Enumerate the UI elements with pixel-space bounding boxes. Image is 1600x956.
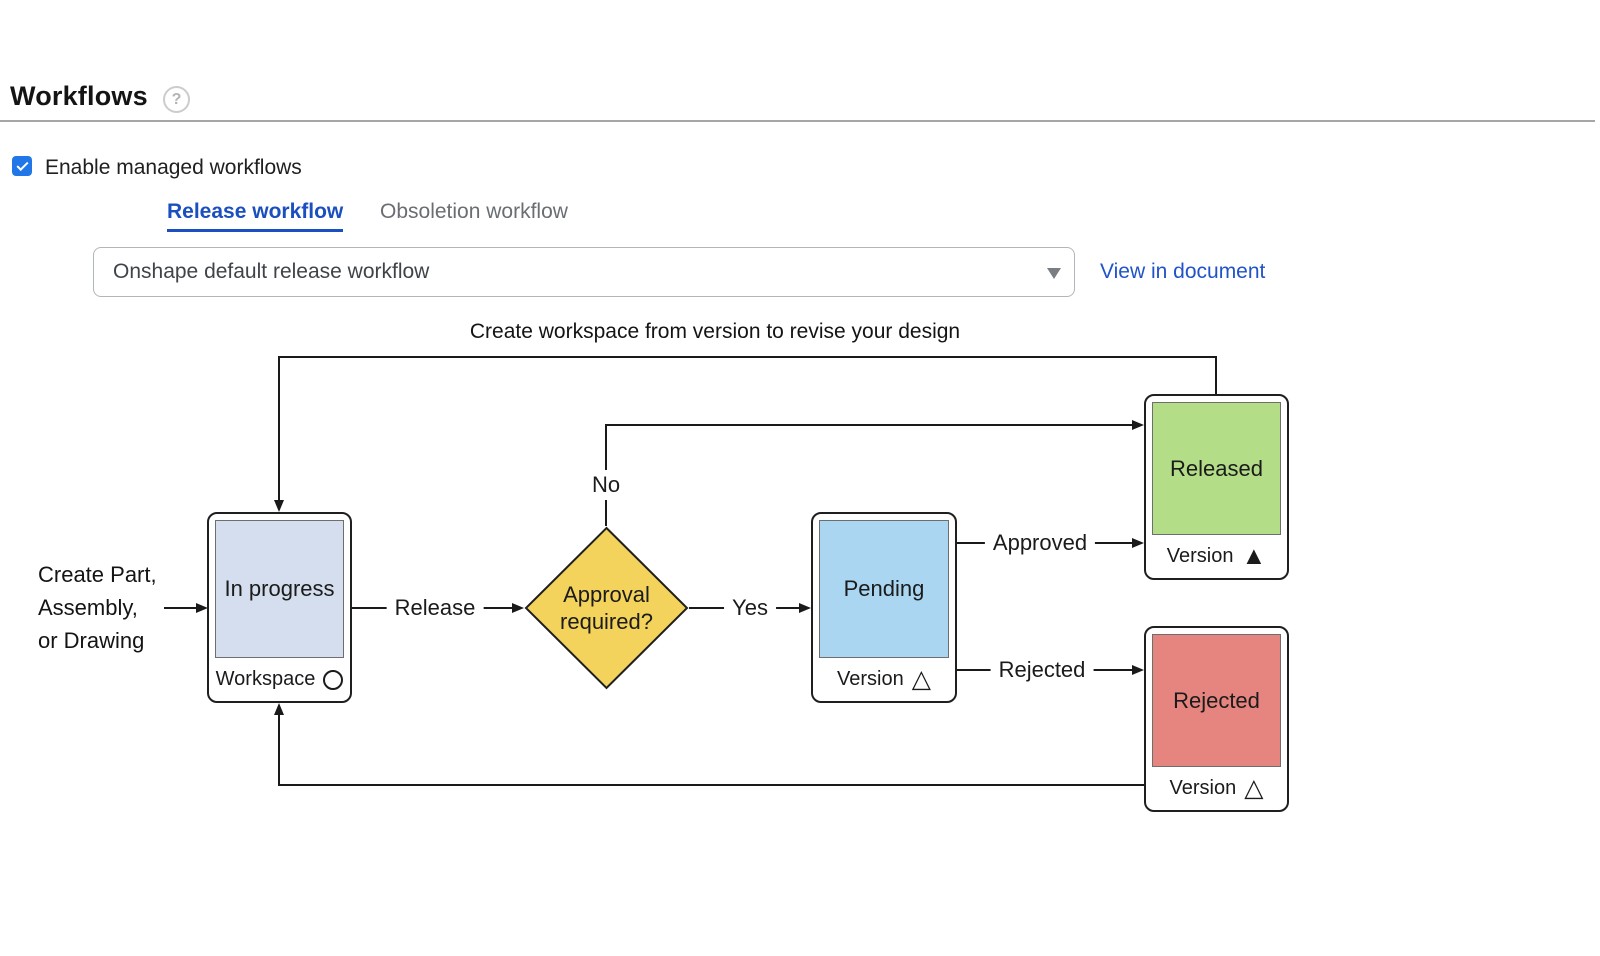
arrowhead-release-icon [512, 603, 524, 613]
arrowhead-rejected-loop-icon [274, 703, 284, 715]
node-approval-required-label: Approval required? [524, 526, 689, 690]
version-footer-label: Version [837, 668, 904, 691]
arrowhead-yes-icon [799, 603, 811, 613]
arrowhead-no-icon [1132, 420, 1144, 430]
node-pending-label: Pending [844, 576, 925, 602]
arrowhead-rejected-icon [1132, 665, 1144, 675]
node-in-progress: In progress Workspace [207, 512, 352, 703]
start-label-line: Assembly, [38, 591, 157, 624]
diagram-caption: Create workspace from version to revise … [0, 320, 1430, 344]
decision-label-line: required? [560, 608, 653, 635]
edge-revise-loop-line-top [278, 356, 1216, 358]
edge-label-yes: Yes [724, 595, 776, 621]
node-released-footer: Version ▲ [1152, 535, 1281, 578]
node-in-progress-label: In progress [224, 576, 334, 602]
diagram-start-label: Create Part, Assembly, or Drawing [38, 558, 157, 657]
node-in-progress-body: In progress [215, 520, 344, 658]
node-rejected: Rejected Version △ [1144, 626, 1289, 812]
version-triangle-outline-icon: △ [1244, 778, 1263, 798]
edge-rejected-loop-line-bottom [278, 784, 1144, 786]
edge-label-approved: Approved [985, 530, 1095, 556]
node-approval-required: Approval required? [524, 526, 689, 690]
decision-label-line: Approval [563, 581, 650, 608]
node-rejected-footer: Version △ [1152, 767, 1281, 810]
node-in-progress-footer: Workspace [215, 658, 344, 701]
node-released-label: Released [1170, 456, 1263, 482]
node-pending-body: Pending [819, 520, 949, 658]
edge-start-line [164, 607, 197, 609]
node-released-body: Released [1152, 402, 1281, 535]
arrowhead-revise-loop-icon [274, 500, 284, 512]
node-rejected-label: Rejected [1173, 688, 1260, 714]
node-rejected-body: Rejected [1152, 634, 1281, 767]
edge-no-line-horizontal [606, 424, 1132, 426]
start-label-line: or Drawing [38, 624, 157, 657]
node-pending: Pending Version △ [811, 512, 957, 703]
version-footer-label: Version [1167, 545, 1234, 568]
edge-label-release: Release [387, 595, 484, 621]
version-triangle-filled-icon: ▲ [1241, 546, 1266, 566]
version-triangle-outline-icon: △ [912, 669, 931, 689]
edge-rejected-loop-line-left [278, 715, 280, 785]
edge-label-no: No [586, 470, 626, 500]
edge-revise-loop-line-right [1215, 356, 1217, 394]
node-pending-footer: Version △ [819, 658, 949, 701]
edge-label-rejected: Rejected [991, 657, 1094, 683]
workspace-circle-icon [323, 670, 343, 690]
edge-revise-loop-line-left [278, 356, 280, 500]
start-label-line: Create Part, [38, 558, 157, 591]
arrowhead-approved-icon [1132, 538, 1144, 548]
version-footer-label: Version [1170, 777, 1237, 800]
node-released: Released Version ▲ [1144, 394, 1289, 580]
workspace-footer-label: Workspace [216, 668, 316, 691]
